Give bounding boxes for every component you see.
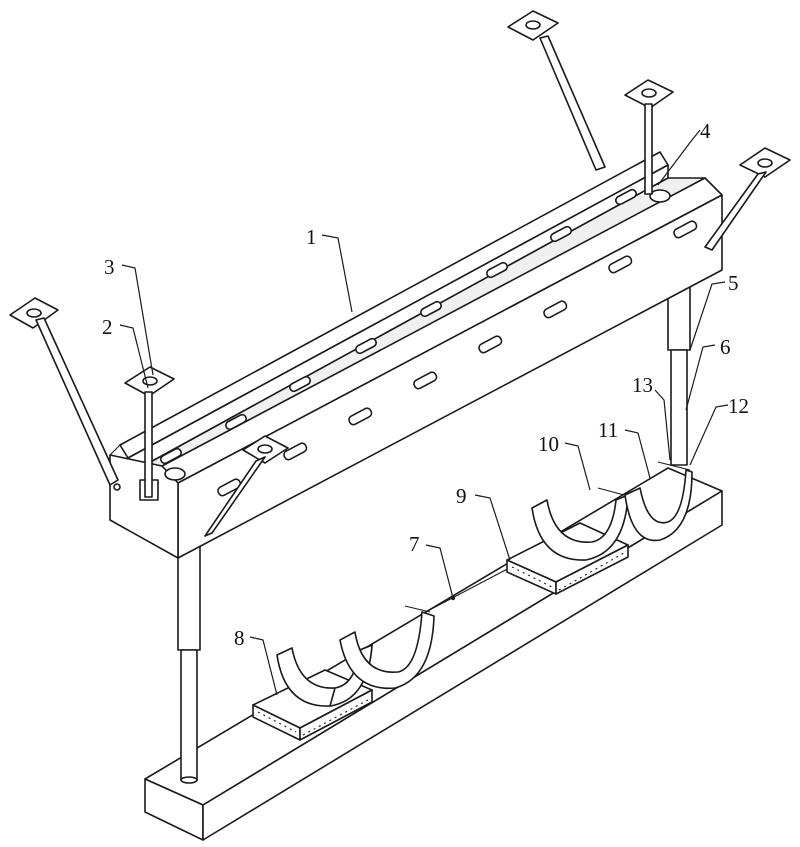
label-9: 9 <box>456 484 467 508</box>
callout-labels: 1 2 3 4 5 6 7 8 9 10 11 12 13 <box>102 119 749 650</box>
upper-tray <box>109 151 723 559</box>
label-8: 8 <box>234 626 245 650</box>
label-7: 7 <box>409 532 420 556</box>
label-6: 6 <box>720 335 731 359</box>
label-13: 13 <box>632 373 653 397</box>
label-11: 11 <box>598 418 618 442</box>
label-12: 12 <box>728 394 749 418</box>
leader-lines <box>119 129 729 696</box>
label-10: 10 <box>538 432 559 456</box>
left-post <box>177 519 201 784</box>
label-5: 5 <box>728 271 739 295</box>
label-3: 3 <box>104 255 115 279</box>
rod-plate-4 <box>624 79 674 195</box>
saddle-left-b <box>339 605 435 690</box>
back-slots <box>160 188 637 465</box>
label-4: 4 <box>700 119 711 143</box>
label-2: 2 <box>102 315 113 339</box>
post-lower-6 <box>670 349 688 466</box>
rod-plate-2 <box>124 366 175 498</box>
brace-front-left <box>204 435 289 537</box>
saddle-right-b <box>624 461 693 542</box>
front-slots <box>217 220 698 497</box>
tray-pipe-ends <box>164 189 671 481</box>
brace-top-center <box>507 10 606 171</box>
brace-far-right <box>704 147 791 251</box>
brace-far-left <box>9 297 121 491</box>
label-1: 1 <box>306 225 317 249</box>
